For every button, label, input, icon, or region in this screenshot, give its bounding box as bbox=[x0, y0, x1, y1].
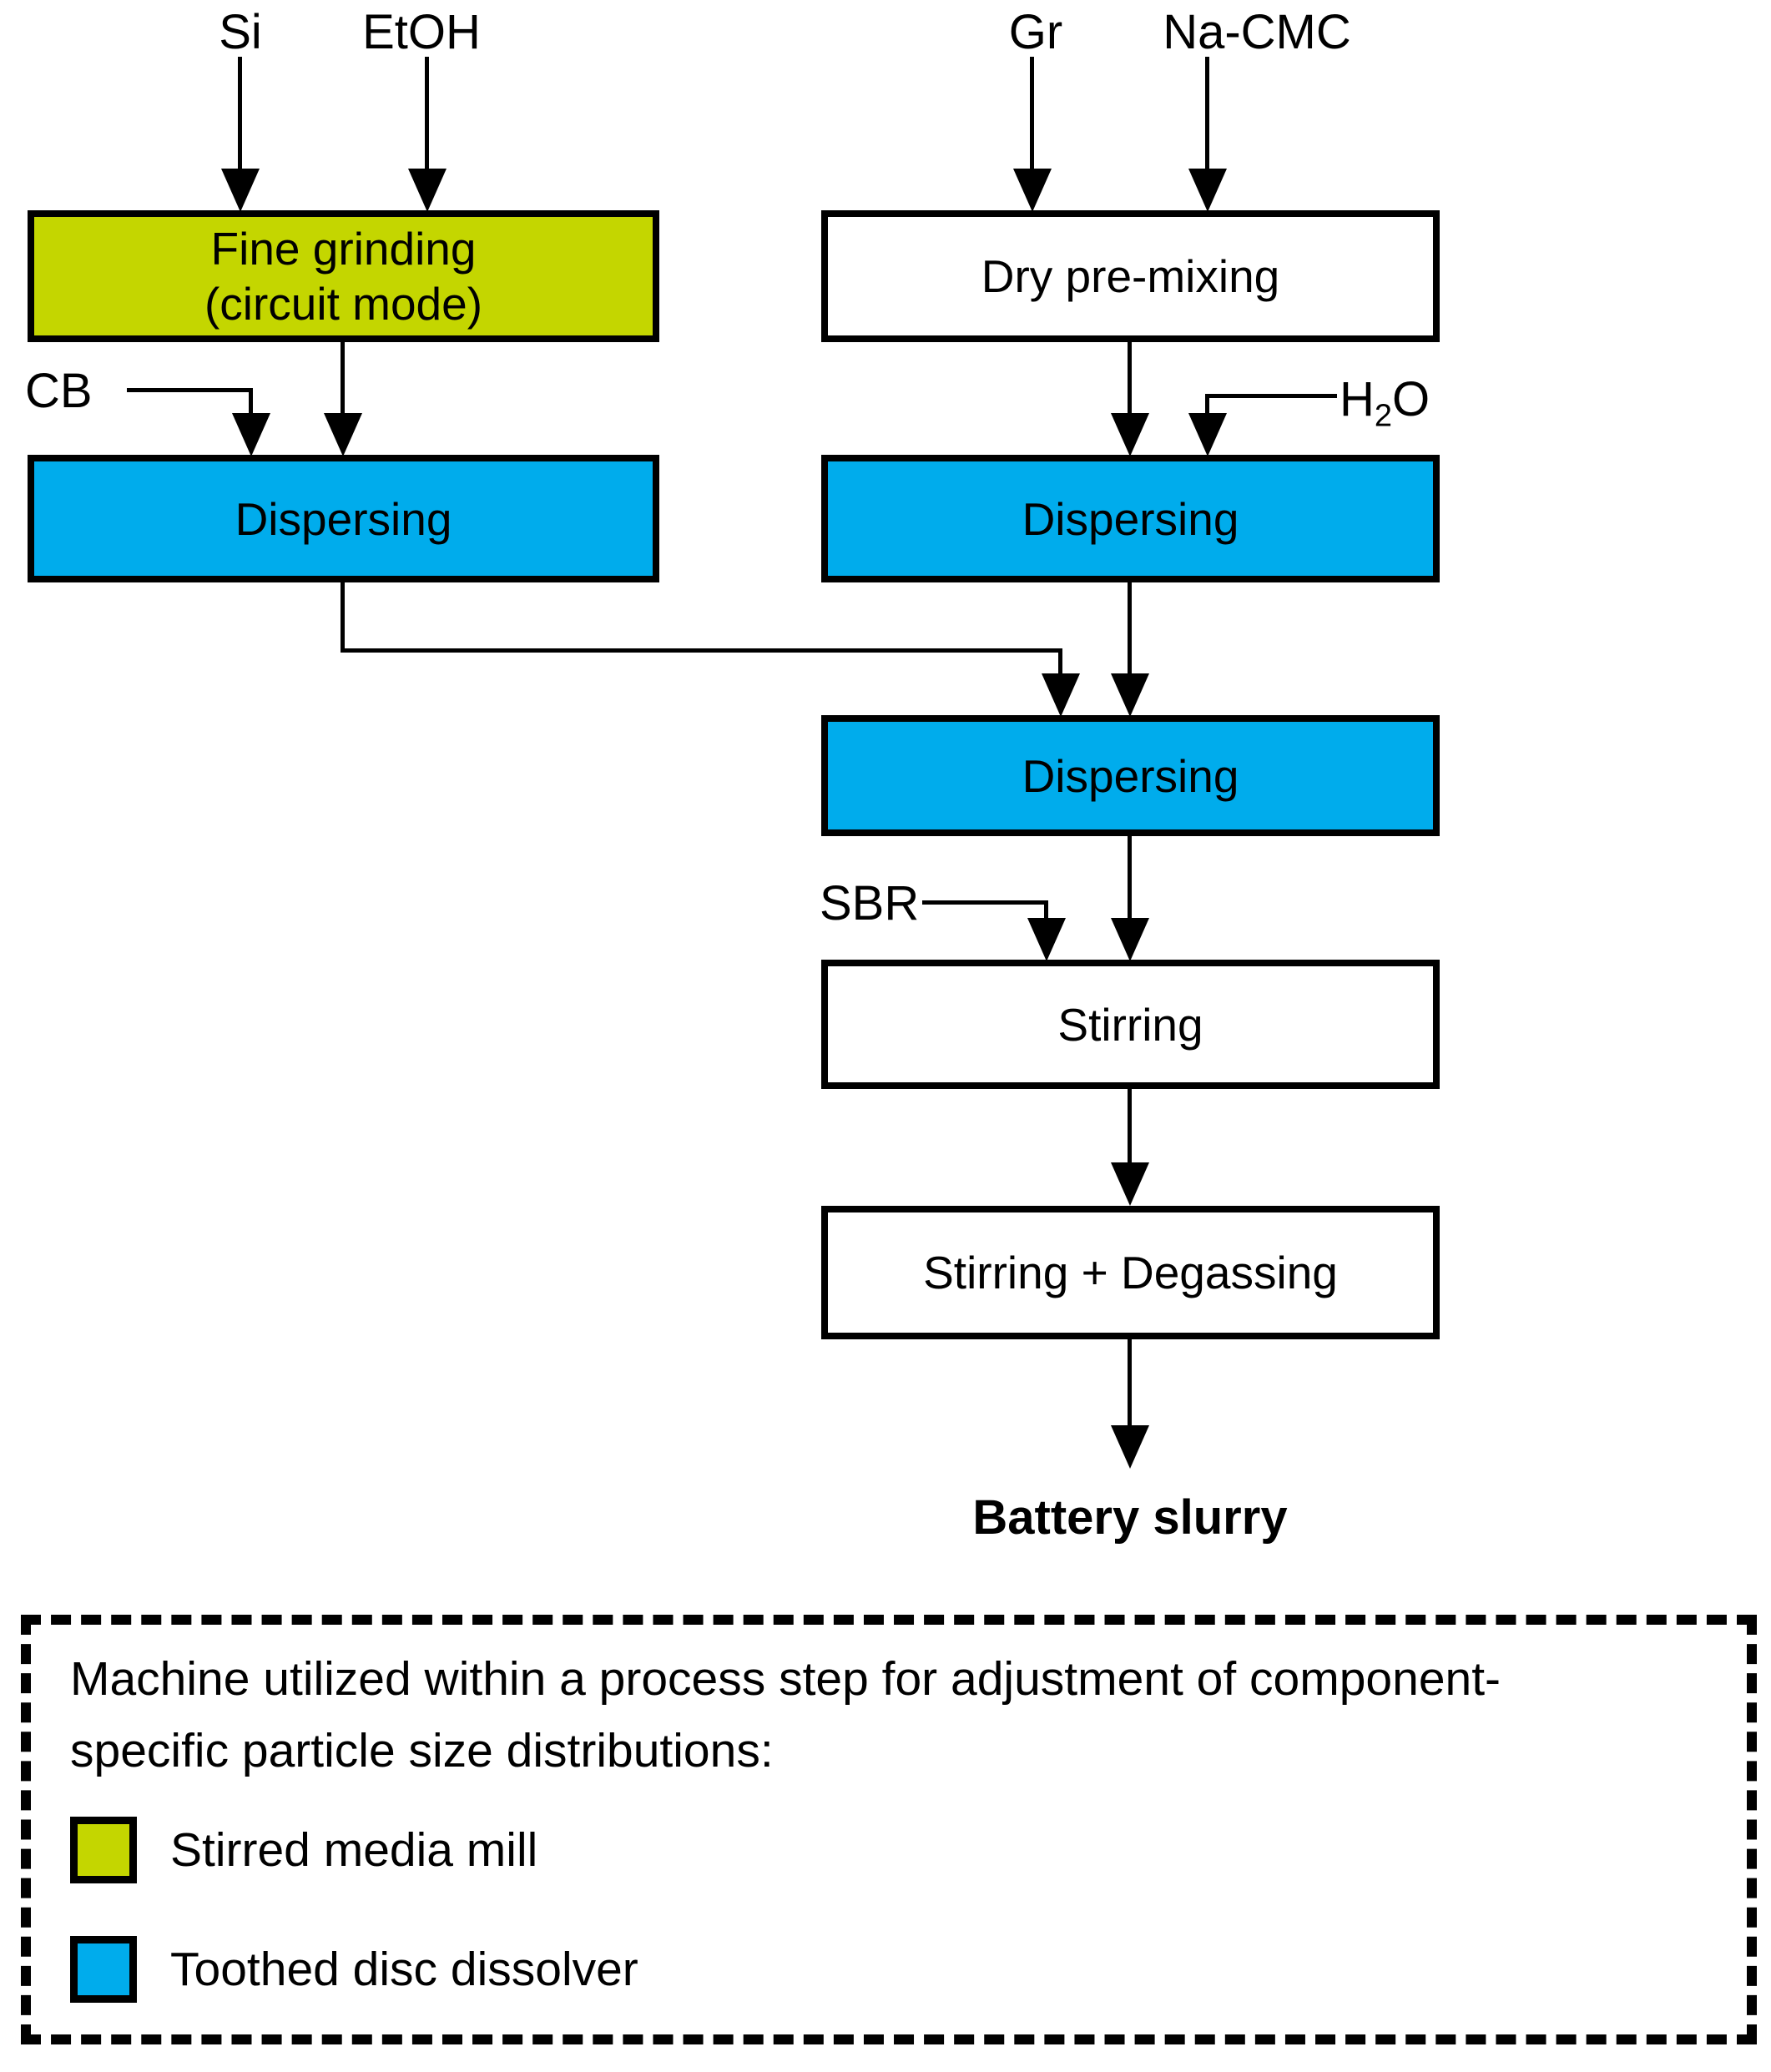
input-label-etoh: EtOH bbox=[362, 5, 481, 59]
connector-dispersingleft-across bbox=[341, 648, 1062, 653]
connector-h2o-vertical bbox=[1205, 394, 1209, 417]
input-label-nacmc: Na-CMC bbox=[1163, 5, 1351, 59]
h2o-subscript: 2 bbox=[1374, 398, 1393, 434]
arrowhead-dispersingleft-combined bbox=[1042, 673, 1080, 717]
stirred-media-mill-swatch bbox=[70, 1817, 137, 1883]
connector-finegrinding-dispersing bbox=[341, 342, 345, 416]
box-dispersing-combined-label: Dispersing bbox=[1022, 749, 1239, 802]
arrowhead-h2o bbox=[1188, 413, 1227, 456]
input-label-sbr: SBR bbox=[820, 876, 920, 930]
connector-drypremixing-dispersing bbox=[1128, 342, 1132, 416]
connector-sbr-horizontal bbox=[922, 900, 1048, 905]
box-fine-grinding: Fine grinding (circuit mode) bbox=[28, 210, 659, 342]
connector-stirring-degassing bbox=[1128, 1089, 1132, 1167]
arrowhead-etoh bbox=[408, 169, 447, 212]
box-dispersing-combined: Dispersing bbox=[821, 715, 1440, 836]
box-dry-premixing-label: Dry pre-mixing bbox=[981, 250, 1280, 302]
connector-sbr-vertical bbox=[1044, 900, 1048, 922]
toothed-disc-dissolver-swatch bbox=[70, 1936, 137, 2003]
box-fine-grinding-line2: (circuit mode) bbox=[204, 278, 483, 330]
legend-title-line2: specific particle size distributions: bbox=[70, 1724, 774, 1777]
legend-item-toothed-disc-dissolver-label: Toothed disc dissolver bbox=[170, 1943, 638, 1996]
connector-dispersingright-combined bbox=[1128, 582, 1132, 678]
arrowhead-stirring-degassing bbox=[1111, 1162, 1149, 1206]
arrowhead-dispersing-stirring bbox=[1111, 918, 1149, 961]
input-label-gr: Gr bbox=[1008, 5, 1063, 59]
arrowhead-nacmc bbox=[1188, 169, 1227, 212]
input-label-cb: CB bbox=[25, 364, 93, 418]
arrow-line-si bbox=[238, 57, 242, 172]
arrowhead-drypremixing-dispersing bbox=[1111, 413, 1149, 456]
arrow-line-nacmc bbox=[1205, 57, 1209, 172]
connector-degassing-output bbox=[1128, 1339, 1132, 1427]
legend-item-stirred-media-mill-label: Stirred media mill bbox=[170, 1823, 538, 1877]
connector-cb-horizontal bbox=[127, 388, 253, 392]
box-stirring-label: Stirring bbox=[1057, 998, 1203, 1051]
arrowhead-finegrinding-dispersing bbox=[324, 413, 362, 456]
connector-dispersing-stirring bbox=[1128, 836, 1132, 920]
box-fine-grinding-line1: Fine grinding bbox=[210, 223, 477, 275]
arrow-line-gr bbox=[1030, 57, 1034, 172]
arrowhead-dispersingright-combined bbox=[1111, 673, 1149, 717]
box-stirring-degassing-label: Stirring + Degassing bbox=[923, 1247, 1338, 1298]
input-label-h2o: H2O bbox=[1340, 372, 1430, 434]
box-dispersing-gr: Dispersing bbox=[821, 455, 1440, 582]
box-stirring-degassing: Stirring + Degassing bbox=[821, 1206, 1440, 1339]
box-dispersing-si-label: Dispersing bbox=[235, 492, 452, 545]
arrowhead-sbr bbox=[1027, 918, 1066, 961]
input-label-si: Si bbox=[219, 5, 262, 59]
box-dispersing-si: Dispersing bbox=[28, 455, 659, 582]
legend-item-toothed-disc-dissolver: Toothed disc dissolver bbox=[70, 1936, 638, 2003]
box-dry-premixing: Dry pre-mixing bbox=[821, 210, 1440, 342]
connector-h2o-horizontal bbox=[1208, 394, 1337, 398]
output-label-battery-slurry: Battery slurry bbox=[972, 1490, 1288, 1545]
connector-dispersingleft-down bbox=[341, 582, 345, 653]
legend-title-line1: Machine utilized within a process step f… bbox=[70, 1652, 1501, 1706]
box-stirring: Stirring bbox=[821, 960, 1440, 1089]
legend-item-stirred-media-mill: Stirred media mill bbox=[70, 1817, 537, 1883]
connector-dispersingleft-drop bbox=[1058, 648, 1062, 676]
arrowhead-cb bbox=[232, 413, 270, 456]
arrowhead-gr bbox=[1013, 169, 1052, 212]
box-dispersing-gr-label: Dispersing bbox=[1022, 492, 1239, 545]
legend-box: Machine utilized within a process step f… bbox=[21, 1615, 1757, 2044]
arrowhead-si bbox=[221, 169, 260, 212]
arrowhead-degassing-output bbox=[1111, 1425, 1149, 1469]
legend-title: Machine utilized within a process step f… bbox=[70, 1643, 1501, 1787]
arrow-line-etoh bbox=[425, 57, 429, 172]
connector-cb-vertical bbox=[249, 388, 253, 417]
